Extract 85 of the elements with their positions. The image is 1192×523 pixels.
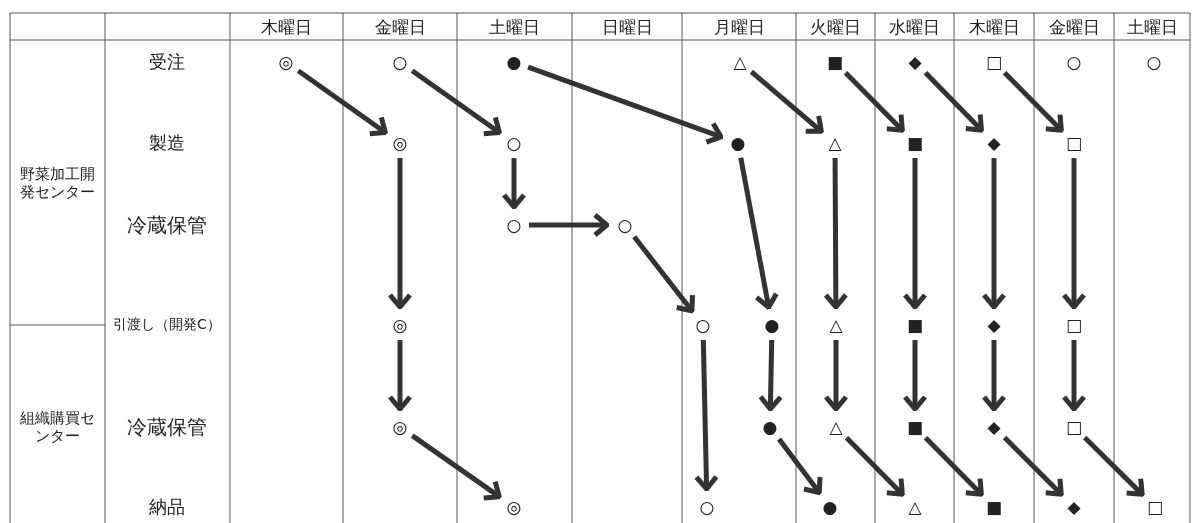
arrow (823, 158, 849, 310)
symbol-mark: ◎ (504, 497, 524, 517)
day-label: 木曜日 (261, 15, 312, 39)
symbol-mark: ● (762, 315, 782, 335)
symbol-mark: ● (820, 497, 840, 517)
arrow (777, 437, 823, 496)
arrow (844, 435, 905, 497)
arrow (410, 433, 502, 501)
symbol-mark: ● (504, 52, 524, 72)
symbol-mark: ○ (697, 497, 717, 517)
arrow (923, 435, 984, 497)
day-label: 土曜日 (489, 15, 540, 39)
symbol-mark: □ (1145, 497, 1165, 517)
arrow (981, 158, 1007, 310)
symbol-mark: ○ (615, 215, 635, 235)
arrow (1061, 340, 1087, 412)
arrow (410, 68, 502, 137)
organization-label: 野菜加工開発センター (18, 165, 96, 201)
arrow (823, 340, 849, 412)
symbol-mark: △ (826, 417, 846, 437)
arrow (843, 70, 905, 133)
symbol-mark: ◎ (390, 417, 410, 437)
arrow (1002, 70, 1064, 133)
day-label: 日曜日 (601, 15, 653, 39)
arrow (1082, 435, 1145, 497)
symbol-mark: ◆ (905, 52, 925, 72)
day-label: 火曜日 (810, 15, 861, 39)
day-label: 土曜日 (1126, 15, 1178, 39)
symbol-mark: □ (1064, 133, 1084, 153)
arrow (923, 71, 984, 133)
symbol-mark: ■ (905, 133, 925, 153)
arrow (387, 340, 413, 412)
symbol-mark: □ (1064, 315, 1084, 335)
symbol-mark: ◎ (390, 315, 410, 335)
day-label: 水曜日 (889, 15, 940, 39)
arrow (902, 340, 928, 412)
arrow (501, 158, 527, 210)
symbol-mark: ■ (905, 417, 925, 437)
symbol-mark: ◆ (984, 315, 1004, 335)
symbol-mark: ■ (984, 497, 1004, 517)
step-label: 製造 (149, 131, 185, 155)
symbol-mark: ○ (504, 133, 524, 153)
symbol-mark: ■ (905, 315, 925, 335)
arrow (738, 157, 779, 310)
symbol-mark: ● (760, 417, 780, 437)
symbol-mark: △ (730, 52, 750, 72)
symbol-mark: ○ (1064, 52, 1084, 72)
arrow (758, 339, 784, 412)
arrow (749, 69, 824, 134)
arrow (693, 339, 719, 492)
arrow (1002, 435, 1064, 497)
arrow (527, 64, 724, 145)
symbol-mark: ○ (504, 215, 524, 235)
symbol-mark: ○ (390, 52, 410, 72)
symbol-mark: ◎ (390, 133, 410, 153)
day-label: 月曜日 (713, 15, 765, 39)
arrow (1061, 158, 1087, 310)
symbol-mark: ○ (693, 315, 713, 335)
symbol-mark: ■ (825, 52, 845, 72)
day-label: 金曜日 (374, 15, 426, 39)
symbol-mark: △ (825, 133, 845, 153)
symbol-mark: △ (826, 315, 846, 335)
step-label: 受注 (149, 50, 185, 74)
arrow (902, 158, 928, 310)
symbol-mark: ● (728, 133, 748, 153)
symbol-mark: □ (984, 52, 1004, 72)
step-label: 冷蔵保管 (127, 413, 207, 441)
symbol-mark: ◆ (1064, 497, 1084, 517)
symbol-mark: ◎ (276, 52, 296, 72)
arrow (387, 158, 413, 310)
symbol-mark: ○ (1144, 52, 1164, 72)
arrow (296, 68, 388, 137)
arrow (632, 235, 695, 314)
symbol-mark: ◆ (984, 417, 1004, 437)
symbol-mark: △ (905, 497, 925, 517)
step-label: 引渡し（開発C） (113, 316, 221, 334)
day-label: 木曜日 (968, 15, 1020, 39)
step-label: 冷蔵保管 (127, 211, 207, 239)
symbol-mark: ◆ (984, 133, 1004, 153)
symbol-mark: □ (1064, 417, 1084, 437)
arrow (529, 212, 610, 238)
day-label: 金曜日 (1048, 15, 1100, 39)
arrow (981, 340, 1007, 412)
organization-label: 組織購買センター (18, 409, 96, 445)
step-label: 納品 (149, 495, 185, 519)
